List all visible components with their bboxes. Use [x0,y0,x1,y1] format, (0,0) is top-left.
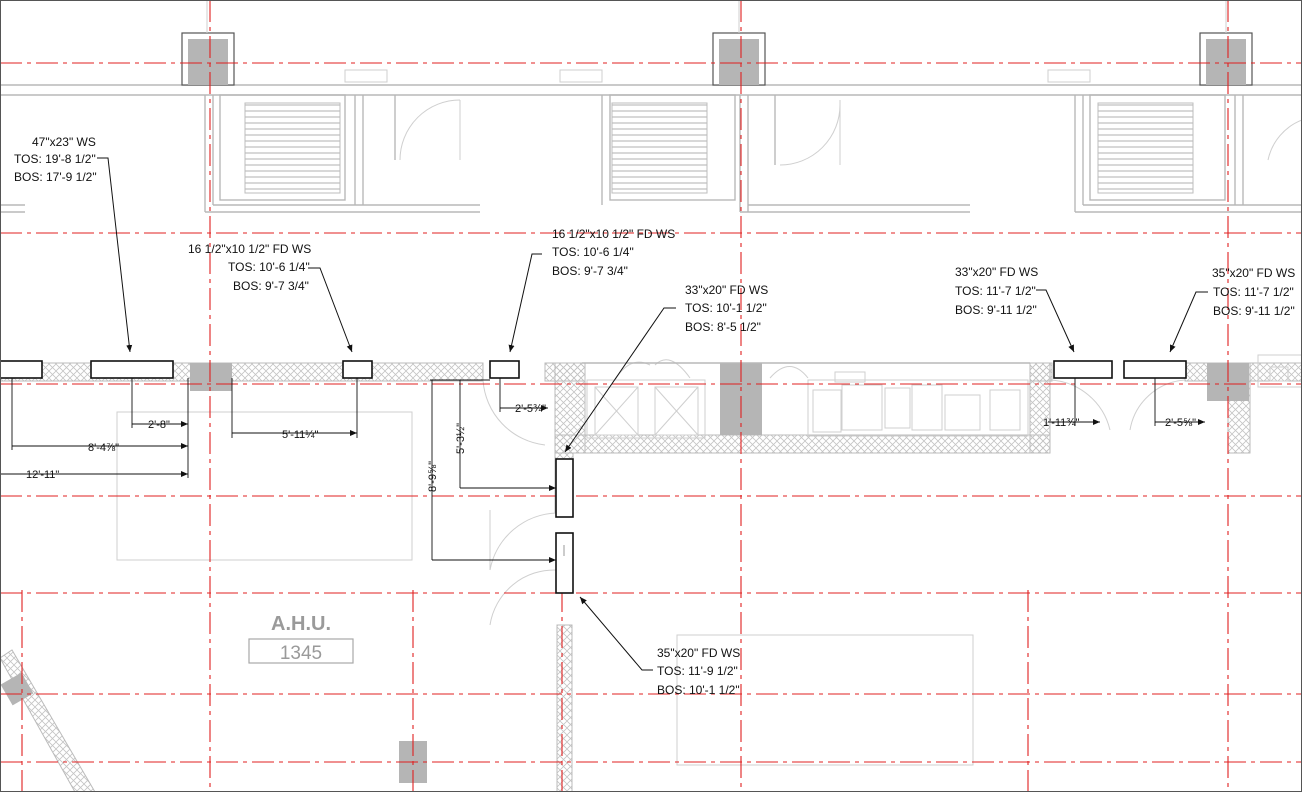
dim-label-5: 2'-5¾" [515,403,546,415]
note-4-bos: BOS: 8'-5 1/2" [685,320,761,334]
dim-label-3: 12'-11" [26,469,59,481]
room-number: 1345 [280,643,322,664]
ws-box-2[interactable] [90,360,174,379]
equipment-outlines [116,411,974,766]
note-2-tos: TOS: 10'-6 1/4" [228,260,310,274]
note-3-size: 16 1/2"x10 1/2" FD WS [552,227,675,241]
column-upper [181,0,1253,86]
note-2-bos: BOS: 9'-7 3/4" [233,279,309,293]
room-name: A.H.U. [271,613,331,635]
dim-label-2: 8'-4⅞" [88,442,119,454]
note-5-size: 33"x20" FD WS [955,265,1038,279]
note-7-size: 35"x20" FD WS [657,646,740,660]
note-5-bos: BOS: 9'-11 1/2" [955,303,1037,317]
ws-box-4[interactable] [489,360,520,379]
note-6: 35"x20" FD WS TOS: 11'-7 1/2" BOS: 9'-11… [1212,266,1295,318]
note-5: 33"x20" FD WS TOS: 11'-7 1/2" BOS: 9'-11… [955,265,1038,317]
dimension-lines [0,378,1205,563]
note-3: 16 1/2"x10 1/2" FD WS TOS: 10'-6 1/4" BO… [552,227,675,278]
note-4-tos: TOS: 10'-1 1/2" [685,301,767,315]
leader-lines [97,157,1208,671]
room-tag: A.H.U. 1345 [271,613,331,664]
dim-label-4: 5'-11¼" [282,429,318,441]
ws-box-6[interactable] [1123,360,1187,379]
note-6-size: 35"x20" FD WS [1212,266,1295,280]
note-3-tos: TOS: 10'-6 1/4" [552,245,634,259]
hatched-walls [0,362,1302,792]
dim-label-8: 1'-11¾" [1043,417,1079,429]
door-swings [482,379,1186,626]
note-1-bos: BOS: 17'-9 1/2" [14,170,97,184]
note-2-size: 16 1/2"x10 1/2" FD WS [188,242,311,256]
note-7-bos: BOS: 10'-1 1/2" [657,683,740,697]
dimension-labels: 2'-8" 8'-4⅞" 12'-11" 5'-11¼" 2'-5¾" 5'-3… [26,403,1196,492]
ws-box-5[interactable] [1053,360,1113,379]
note-6-bos: BOS: 9'-11 1/2" [1213,304,1295,318]
dim-label-1: 2'-8" [148,419,170,431]
note-7-tos: TOS: 11'-9 1/2" [657,664,738,678]
ws-box-7[interactable] [555,458,574,518]
note-6-tos: TOS: 11'-7 1/2" [1213,285,1294,299]
ws-box-3[interactable] [342,360,373,379]
dim-label-6: 5'-3½" [455,423,467,454]
ws-box-1[interactable] [0,360,43,379]
note-4: 33"x20" FD WS TOS: 10'-1 1/2" BOS: 8'-5 … [685,283,768,334]
ws-box-8[interactable] [555,532,574,594]
dim-label-7: 8'-9⅝" [427,461,439,492]
note-1-size: 47"x23" WS [32,135,96,149]
note-1-tos: TOS: 19'-8 1/2" [14,152,96,166]
ws-boxes [0,360,1187,594]
note-7: 35"x20" FD WS TOS: 11'-9 1/2" BOS: 10'-1… [657,646,740,697]
note-2: 16 1/2"x10 1/2" FD WS TOS: 10'-6 1/4" BO… [188,242,311,293]
note-4-size: 33"x20" FD WS [685,283,768,297]
note-3-bos: BOS: 9'-7 3/4" [552,264,628,278]
dim-label-9: 2'-5⅝" [1165,417,1196,429]
note-1: 47"x23" WS TOS: 19'-8 1/2" BOS: 17'-9 1/… [14,135,97,184]
note-5-tos: TOS: 11'-7 1/2" [955,284,1036,298]
upper-walls [0,69,1302,213]
corridor-equipment [582,354,1302,439]
